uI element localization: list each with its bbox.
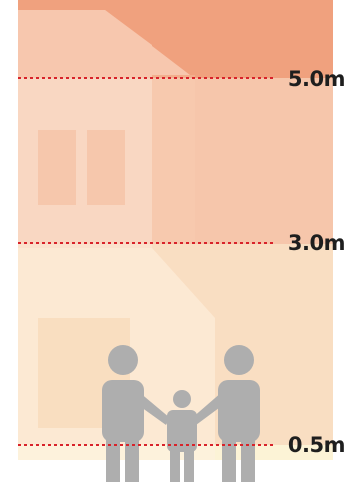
depth-label-05m: 0.5m xyxy=(288,433,345,457)
depth-label-5m: 5.0m xyxy=(288,67,345,91)
depth-label-3m: 3.0m xyxy=(288,231,345,255)
